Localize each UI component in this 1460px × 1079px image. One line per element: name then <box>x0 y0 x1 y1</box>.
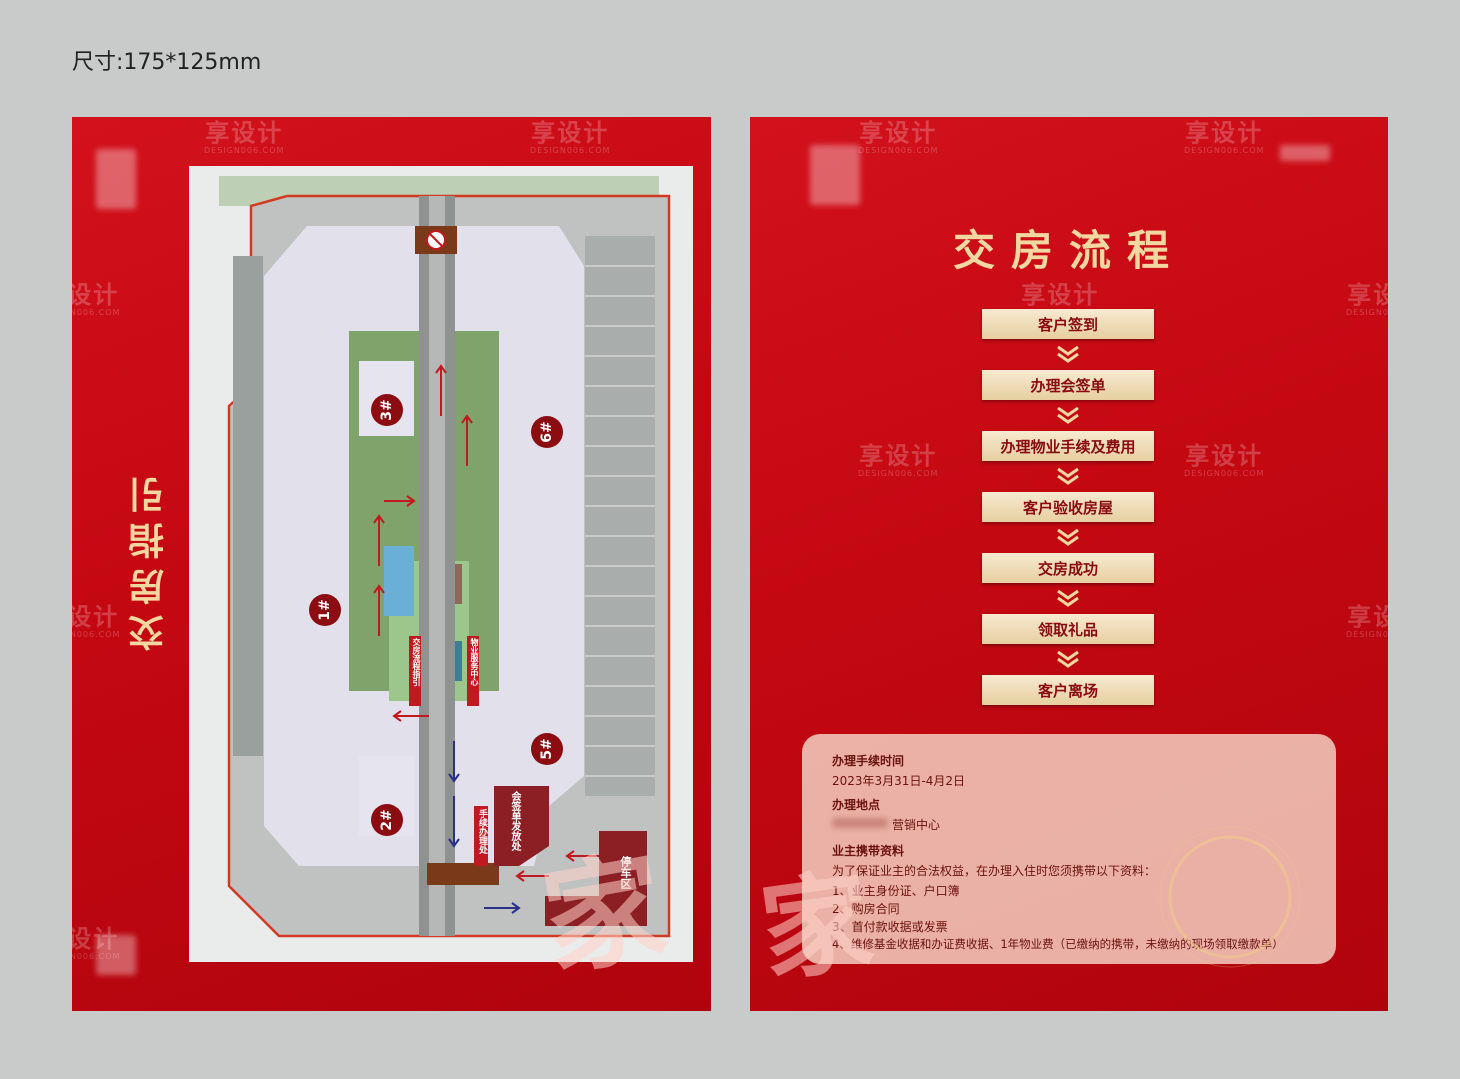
time-title: 办理手续时间 <box>832 754 905 768</box>
docs-title: 业主携带资料 <box>832 844 905 858</box>
step-arrow <box>1057 589 1079 607</box>
place-title: 办理地点 <box>832 798 881 812</box>
blurred-place-name <box>832 818 888 828</box>
blurred-logo <box>810 145 860 205</box>
building-marker-3: 3# <box>371 394 403 426</box>
left-vertical-label: 交房流程指引 <box>412 638 421 686</box>
step-arrow <box>1057 467 1079 485</box>
blurred-logo-bottom <box>96 935 136 975</box>
docs-intro: 为了保证业主的合法权益，在办理入住时您须携带以下资料： <box>832 864 1157 878</box>
blurred-logo-right <box>1280 145 1330 161</box>
step-gift: 领取礼品 <box>982 614 1154 644</box>
docs-item-2: 2、购房合同 <box>832 902 900 916</box>
left-title: 交房指引 <box>129 467 170 651</box>
step-inspection: 客户验收房屋 <box>982 492 1154 522</box>
docs-item-3: 3、首付款收据或发票 <box>832 920 948 934</box>
place-value: 营销中心 <box>892 818 941 832</box>
step-sign-sheet: 办理会签单 <box>982 370 1154 400</box>
seal-decoration <box>1159 826 1301 968</box>
step-arrow <box>1057 528 1079 546</box>
calligraphy-decoration: 家 <box>753 855 880 998</box>
time-value: 2023年3月31日-4月2日 <box>832 774 966 788</box>
step-arrow <box>1057 406 1079 424</box>
site-map: 3# 6# 1# 5# 2# 手续办理处 会签单发放处 停车区 交房流程指引 物… <box>189 166 693 962</box>
step-check-in: 客户签到 <box>982 309 1154 339</box>
docs-item-4: 4、维修基金收据和办证费收据、1年物业费（已缴纳的携带，未缴纳的现场领取缴款单） <box>832 937 1284 951</box>
blurred-logo <box>96 149 136 209</box>
building-marker-1: 1# <box>309 594 341 626</box>
parking-label: 停车区 <box>619 856 632 889</box>
building-marker-6: 6# <box>531 416 563 448</box>
size-label: 尺寸:175*125mm <box>72 50 262 75</box>
process-title: 交房流程 <box>952 226 1185 275</box>
building-marker-2: 2# <box>371 804 403 836</box>
info-box: 办理手续时间 2023年3月31日-4月2日 办理地点 营销中心 业主携带资料 … <box>802 734 1336 964</box>
handover-office-label: 手续办理处 <box>477 809 487 854</box>
docs-item-1: 1、业主身份证、户口簿 <box>832 884 960 898</box>
step-property-fees: 办理物业手续及费用 <box>982 431 1154 461</box>
sign-office-label: 会签单发放处 <box>509 791 520 851</box>
step-leave: 客户离场 <box>982 675 1154 705</box>
step-handover-success: 交房成功 <box>982 553 1154 583</box>
right-vertical-label: 物业服务中心 <box>470 638 479 686</box>
step-arrow <box>1057 345 1079 363</box>
step-arrow <box>1057 650 1079 668</box>
building-marker-5: 5# <box>531 733 563 765</box>
